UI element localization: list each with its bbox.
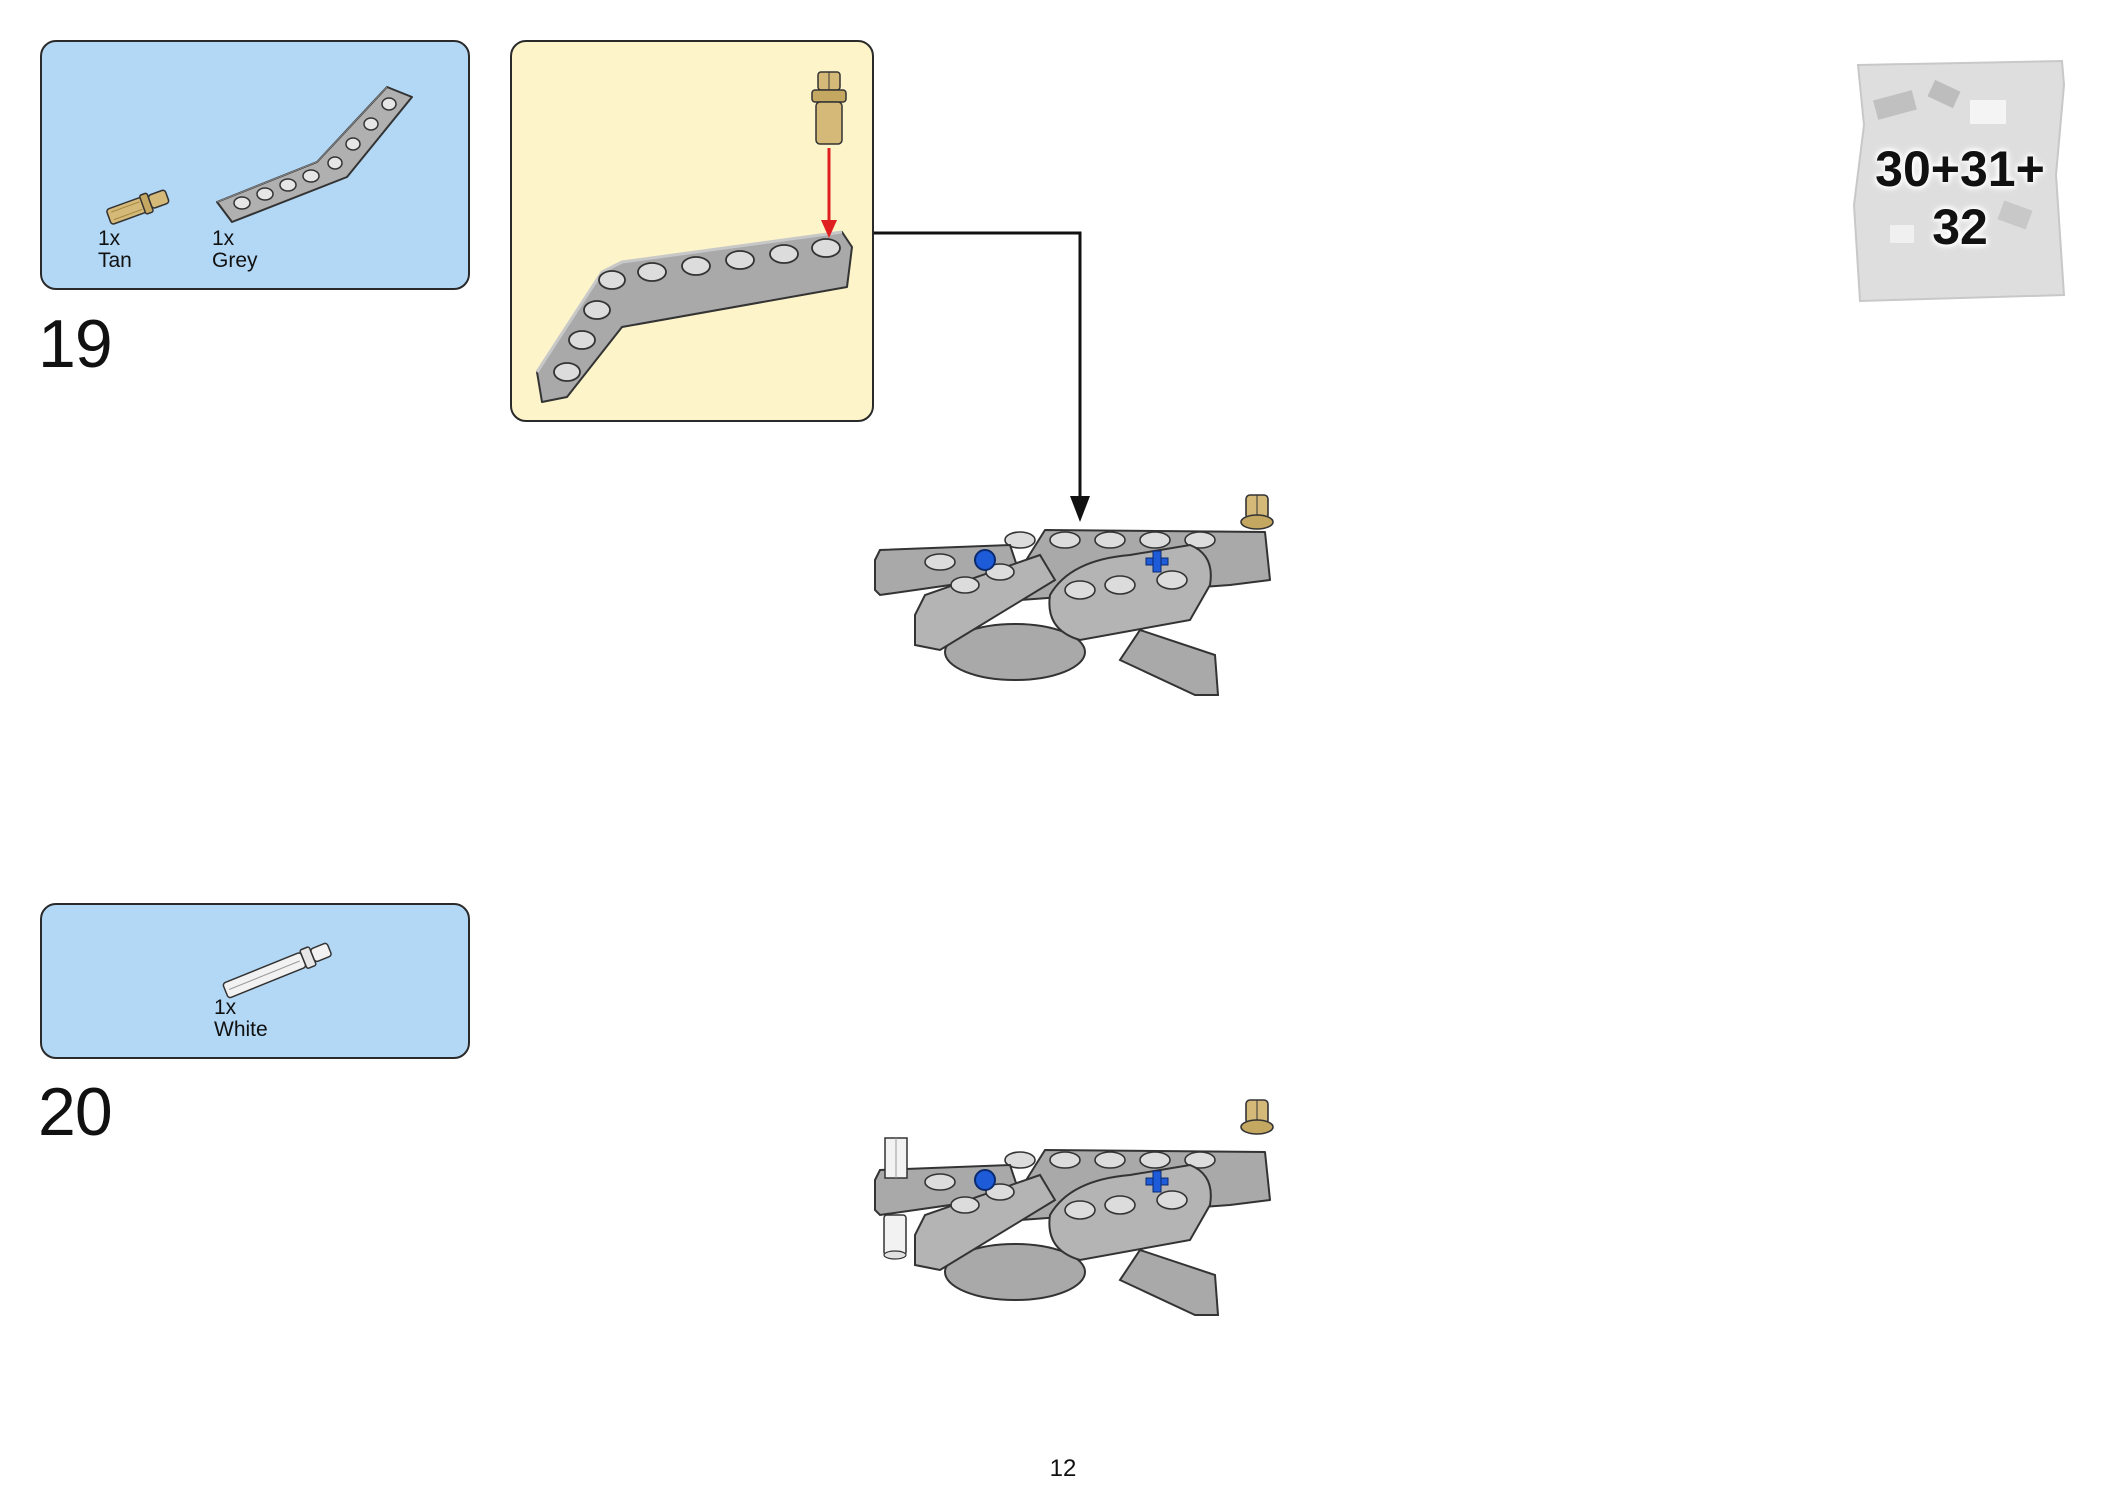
step-20-model-illustration [874, 1099, 1274, 1316]
page-number: 12 [1049, 1455, 1077, 1482]
part-label-grey: 1x Grey [212, 227, 258, 272]
part-label-tan: 1x Tan [98, 227, 132, 272]
subassembly-callout-box [510, 40, 874, 422]
step-19-parts-box: 1x Tan 1x Grey [40, 40, 470, 290]
bag-icon [1852, 59, 2066, 303]
bag-label-line-1: 30+31+ [1875, 141, 2045, 197]
step-number-20: 20 [38, 1074, 113, 1150]
step-number-19: 19 [38, 306, 113, 382]
step-20-parts-box: 1x White [40, 903, 470, 1059]
tan-pin-illustration [811, 71, 847, 145]
white-axle-illustration [883, 1137, 908, 1260]
callout-connector-arrow [874, 231, 1090, 522]
grey-bent-beam-icon [216, 86, 413, 223]
white-axle-icon [222, 942, 332, 999]
step-19-model-illustration [874, 494, 1274, 696]
parts-bag: 30+31+ 32 [1850, 55, 2070, 305]
subassembly-beam-illustration [535, 71, 853, 403]
bag-label-line-2: 32 [1932, 199, 1988, 255]
part-label-white: 1x White [214, 996, 268, 1041]
tan-pin-icon [106, 189, 170, 225]
